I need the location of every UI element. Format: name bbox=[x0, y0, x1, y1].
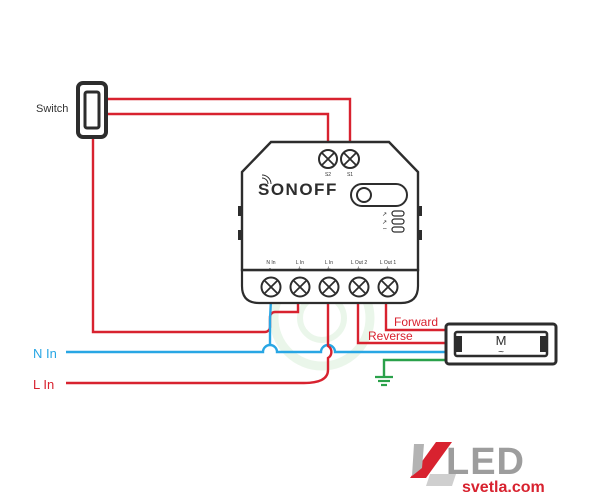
logo-word: LED bbox=[446, 441, 525, 483]
wifi-signal-icon bbox=[261, 174, 272, 185]
lamp-icon bbox=[410, 442, 456, 486]
switch-label: Switch bbox=[36, 103, 68, 115]
ledsvetla-logo: LED svetla.com bbox=[410, 441, 545, 496]
svg-text:ϟ: ϟ bbox=[298, 267, 302, 273]
terminal-n-in-label: N In bbox=[266, 260, 275, 266]
wire-forward bbox=[384, 299, 446, 332]
earth-symbol-icon bbox=[375, 375, 393, 387]
n-in-label: N In bbox=[33, 346, 57, 361]
logo-site: svetla.com bbox=[462, 479, 545, 496]
wire-earth bbox=[382, 358, 446, 376]
svg-text:ϟ: ϟ bbox=[357, 267, 361, 273]
bottom-terminals bbox=[260, 276, 399, 298]
terminal-l-out-1-label: L Out 1 bbox=[380, 260, 396, 266]
l-in-label: L In bbox=[33, 377, 54, 392]
wire-reverse bbox=[356, 299, 446, 345]
terminal-s1-label: S1 bbox=[347, 172, 353, 178]
status-leds bbox=[391, 210, 405, 233]
led-symbol-icons: ↗ ↗ ⌔ bbox=[382, 212, 388, 234]
svg-text:⏦: ⏦ bbox=[269, 267, 274, 273]
brand-logo: SONOFF bbox=[258, 180, 338, 199]
terminal-l-in-1 bbox=[289, 276, 311, 298]
terminal-l-in-2-label: L In bbox=[325, 260, 333, 266]
motor-label: M bbox=[496, 333, 507, 348]
motor-ac-symbol: ~ bbox=[498, 347, 504, 358]
wire-switch-to-s2 bbox=[104, 112, 330, 152]
wire-n-in bbox=[66, 343, 446, 354]
terminal-l-out-1 bbox=[377, 276, 399, 298]
terminal-s2-label: S2 bbox=[325, 172, 331, 178]
svg-text:ϟ: ϟ bbox=[386, 267, 390, 273]
wire-l-in bbox=[66, 299, 333, 385]
terminal-l-out-2-label: L Out 2 bbox=[351, 260, 367, 266]
svg-text:ϟ: ϟ bbox=[327, 267, 331, 273]
terminal-n-in bbox=[260, 276, 282, 298]
terminal-l-in-1-label: L In bbox=[296, 260, 304, 266]
motor bbox=[444, 322, 558, 366]
terminal-l-out-2 bbox=[348, 276, 370, 298]
svg-text:⌔: ⌔ bbox=[382, 228, 388, 234]
svg-text:↗: ↗ bbox=[382, 212, 387, 218]
reverse-label: Reverse bbox=[368, 329, 413, 343]
forward-label: Forward bbox=[394, 315, 438, 329]
wire-switch-to-s1 bbox=[104, 97, 352, 152]
wire-n-in-riser bbox=[268, 298, 273, 345]
terminal-symbol-icons: ⏦ ϟ ϟ ϟ ϟ bbox=[269, 267, 391, 273]
pairing-button bbox=[350, 183, 408, 207]
svg-text:↗: ↗ bbox=[382, 220, 387, 226]
terminal-l-in-2 bbox=[318, 276, 340, 298]
wall-switch bbox=[76, 81, 108, 139]
terminal-s1 bbox=[340, 149, 360, 169]
terminal-s2 bbox=[318, 149, 338, 169]
